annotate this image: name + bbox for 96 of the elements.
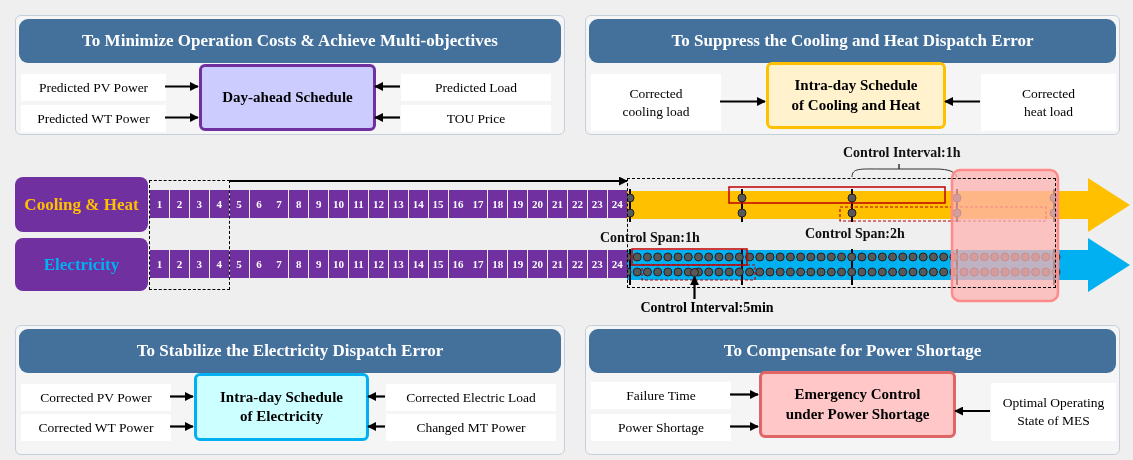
input-card: TOU Price <box>401 105 551 132</box>
hour-cell: 13 <box>388 190 408 218</box>
row-label: Cooling & Heat <box>15 177 148 232</box>
annotation-text: Control Span:2h <box>805 226 905 242</box>
row-label: Electricity <box>15 238 148 291</box>
hour-cell: 19 <box>508 190 528 218</box>
panel-card <box>585 325 1120 455</box>
schedule-box: Intra-day Schedule of Cooling and Heat <box>766 62 946 129</box>
arrow <box>944 97 980 106</box>
arrow <box>367 392 385 401</box>
arrow <box>720 97 766 106</box>
input-card: Predicted Load <box>401 74 551 101</box>
schedule-box: Emergency Control under Power Shortage <box>759 371 956 438</box>
hour-cell: 24 <box>607 190 627 218</box>
hour-cell: 9 <box>309 250 329 278</box>
hour-cell: 2 <box>169 250 189 278</box>
hour-cell: 11 <box>349 250 368 278</box>
hour-cell: 17 <box>468 250 488 278</box>
hour-cell: 8 <box>289 190 309 218</box>
hour-cell: 22 <box>567 190 587 218</box>
hour-cell: 10 <box>329 250 349 278</box>
input-card: Predicted WT Power <box>21 105 166 132</box>
hour-cell: 8 <box>289 250 309 278</box>
hour-cell: 20 <box>528 250 548 278</box>
hour-cell: 24 <box>607 250 627 278</box>
hour-cell: 5 <box>229 250 249 278</box>
hour-cell: 14 <box>408 190 428 218</box>
annotation-text: Control Span:1h <box>600 230 700 246</box>
hour-cell: 6 <box>249 250 269 278</box>
hour-cell: 18 <box>488 250 508 278</box>
arrow <box>374 113 400 122</box>
annotation-text: Control Interval:1h <box>843 145 961 161</box>
hour-cell: 21 <box>548 190 567 218</box>
input-card: Corrected heat load <box>981 74 1116 131</box>
hour-cell: 21 <box>548 250 567 278</box>
hour-cell: 18 <box>488 190 508 218</box>
hour-cell: 5 <box>229 190 249 218</box>
hour-cell: 17 <box>468 190 488 218</box>
hour-cell: 19 <box>508 250 528 278</box>
hour-cell: 7 <box>269 190 289 218</box>
arrow <box>374 82 400 91</box>
input-card: Power Shortage <box>591 414 731 441</box>
input-card: Optimal Operating State of MES <box>991 383 1116 441</box>
annotation-text: Control Interval:5min <box>632 299 782 316</box>
hour-cell: 12 <box>368 190 388 218</box>
hour-cell: 20 <box>528 190 548 218</box>
arrow <box>230 176 628 186</box>
hour-cell: 9 <box>309 190 329 218</box>
schedule-box: Day-ahead Schedule <box>199 64 376 131</box>
panel-card <box>15 325 565 455</box>
dashed-frame <box>149 180 230 290</box>
input-card: Corrected WT Power <box>21 414 171 441</box>
arrow <box>165 82 199 91</box>
hour-cell: 11 <box>349 190 368 218</box>
hour-cell: 15 <box>428 190 448 218</box>
hour-cell: 6 <box>249 190 269 218</box>
hour-cell: 15 <box>428 250 448 278</box>
input-card: Corrected Electric Load <box>386 384 556 411</box>
hour-cell: 23 <box>587 250 607 278</box>
hour-cell: 16 <box>448 250 468 278</box>
hour-cell: 1 <box>150 250 169 278</box>
hour-cell: 3 <box>189 250 209 278</box>
hour-cell: 12 <box>368 250 388 278</box>
panel-header: To Stabilize the Electricity Dispatch Error <box>19 329 561 373</box>
hour-cell: 3 <box>189 190 209 218</box>
arrow <box>954 406 990 416</box>
control-point <box>690 268 699 277</box>
hour-cell: 4 <box>209 190 229 218</box>
hour-cell: 1 <box>150 190 169 218</box>
input-card: Corrected cooling load <box>591 74 721 131</box>
schedule-box: Intra-day Schedule of Electricity <box>194 373 369 441</box>
panel-header: To Minimize Operation Costs & Achieve Multi-objectives <box>19 19 561 63</box>
panel-card <box>585 15 1120 135</box>
arrow <box>165 113 199 122</box>
panel-header: To Suppress the Cooling and Heat Dispatch Error <box>589 19 1116 63</box>
hour-cell: 16 <box>448 190 468 218</box>
hour-cell: 13 <box>388 250 408 278</box>
hour-cell: 7 <box>269 250 289 278</box>
hour-cell: 2 <box>169 190 189 218</box>
input-card: Failure Time <box>591 382 731 409</box>
hour-cell: 22 <box>567 250 587 278</box>
hour-cell: 4 <box>209 250 229 278</box>
input-card: Predicted PV Power <box>21 74 166 101</box>
arrow <box>367 422 385 431</box>
input-card: Changed MT Power <box>386 414 556 441</box>
arrow <box>690 276 699 299</box>
input-card: Corrected PV Power <box>21 384 171 411</box>
panel-header: To Compensate for Power Shortage <box>589 329 1116 373</box>
arrow <box>170 422 194 431</box>
hour-cell: 14 <box>408 250 428 278</box>
arrow <box>730 422 759 431</box>
arrow <box>730 390 759 399</box>
hour-cell: 23 <box>587 190 607 218</box>
arrow <box>170 392 194 401</box>
panel-card <box>15 15 565 135</box>
hour-cell: 10 <box>329 190 349 218</box>
